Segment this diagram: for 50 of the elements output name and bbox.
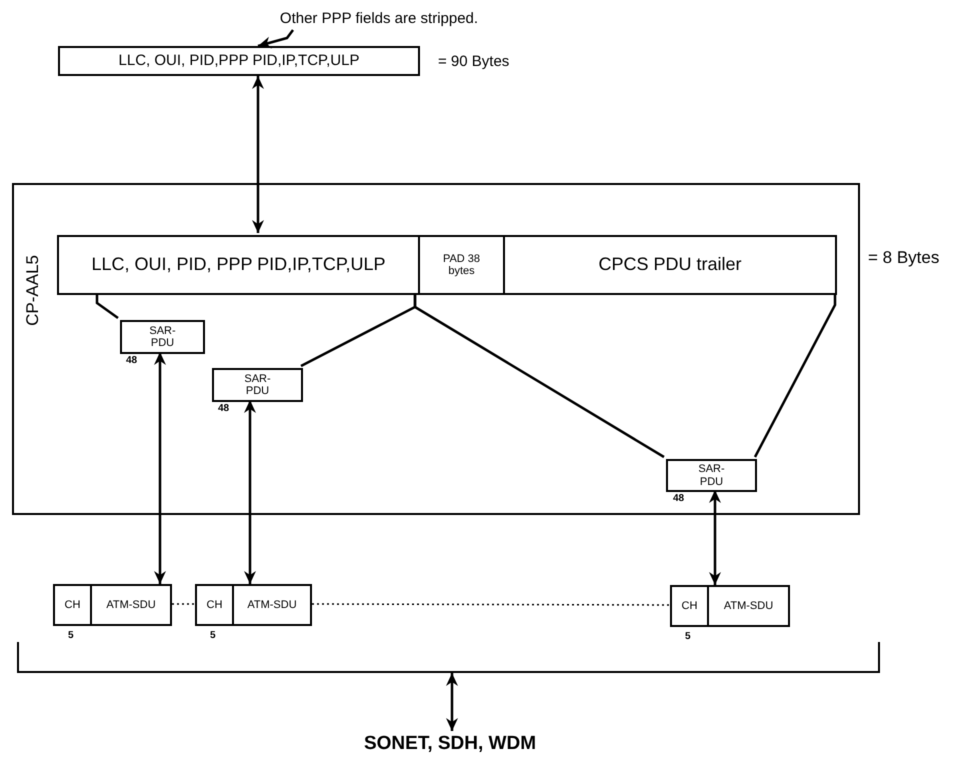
- field-box: [195, 584, 234, 626]
- arrow: [258, 29, 294, 48]
- byte-count: 48: [218, 403, 230, 414]
- field-label: PAD 38 bytes: [442, 252, 482, 278]
- field-box: [90, 584, 172, 626]
- byte-count: 48: [673, 493, 684, 504]
- field-label: SAR-PDU: [243, 372, 272, 398]
- field-box: [232, 584, 312, 626]
- field-label: LLC, OUI, PID, PPP PID,IP,TCP,ULP: [91, 255, 386, 275]
- field-label: SAR-PDU: [148, 324, 177, 350]
- field-box: [418, 235, 505, 295]
- field-box: [670, 585, 709, 627]
- layer-frame: [12, 183, 860, 515]
- field-box: [57, 235, 420, 295]
- field-box: [666, 459, 757, 492]
- arrow: [244, 400, 256, 584]
- field-label: ATM-SDU: [247, 598, 297, 612]
- note-text: SONET, SDH, WDM: [364, 734, 536, 754]
- byte-count: = 8 Bytes: [868, 248, 940, 268]
- field-box: [707, 585, 790, 627]
- byte-count: 48: [126, 355, 138, 366]
- connector-line: [414, 293, 665, 458]
- arrow: [709, 490, 721, 585]
- arrow: [446, 673, 458, 731]
- note-text: Other PPP fields are stripped.: [280, 10, 478, 28]
- field-box: [53, 584, 92, 626]
- arrow: [252, 76, 264, 233]
- dotted-line: [312, 603, 670, 606]
- field-box: [503, 235, 837, 295]
- bracket: [17, 642, 880, 673]
- field-label: ATM-SDU: [106, 598, 156, 612]
- field-label: ATM-SDU: [724, 600, 774, 612]
- dotted-line: [172, 603, 195, 605]
- byte-count: 5: [685, 631, 691, 642]
- field-label: LLC, OUI, PID,PPP PID,IP,TCP,ULP: [118, 52, 360, 70]
- byte-count: 5: [210, 630, 216, 641]
- byte-count: = 90 Bytes: [438, 53, 510, 70]
- field-box: [212, 368, 303, 402]
- field-box: [120, 320, 205, 354]
- byte-count: 5: [68, 630, 74, 641]
- field-label: SAR-PDU: [697, 463, 726, 488]
- field-label: CH: [682, 600, 698, 612]
- field-label: CPCS PDU trailer: [598, 255, 742, 275]
- field-label: CH: [64, 598, 80, 612]
- field-box: [58, 46, 420, 76]
- connector-line: [96, 293, 119, 320]
- field-label: CH: [206, 598, 222, 612]
- connector-line: [754, 293, 836, 458]
- arrow: [154, 352, 166, 584]
- layer-title: CP-AAL5: [24, 255, 43, 326]
